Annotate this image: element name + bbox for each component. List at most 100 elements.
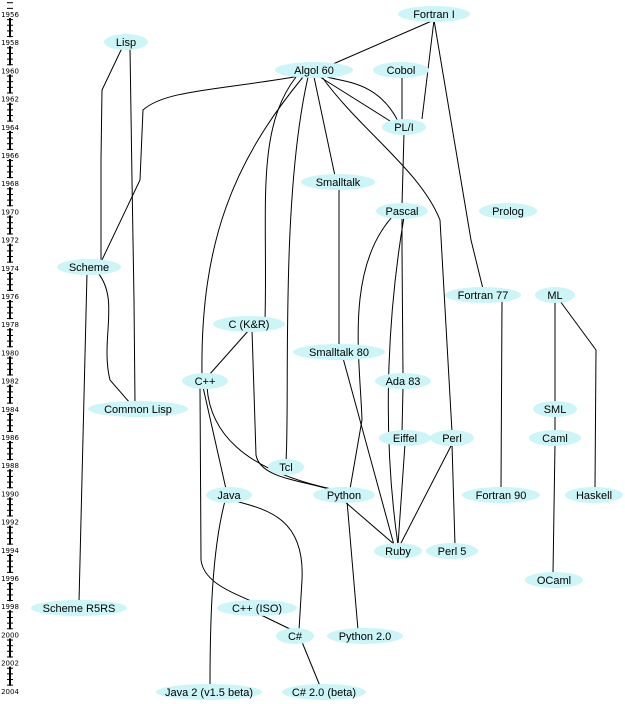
language-node-commonlisp: Common Lisp <box>88 401 188 417</box>
year-label-background <box>0 403 20 413</box>
language-node-label: Fortran 90 <box>476 490 527 502</box>
language-node-label: Pascal <box>385 206 418 218</box>
language-node-ada83: Ada 83 <box>375 373 431 389</box>
influence-edge <box>500 300 503 490</box>
year-label: 1986 <box>1 434 19 442</box>
year-label: 1972 <box>1 237 19 245</box>
year-label: 1990 <box>1 490 19 498</box>
year-label: 1964 <box>1 124 19 132</box>
year-label-background <box>0 121 20 131</box>
language-node-ellipse <box>375 373 431 389</box>
language-node-label: Python <box>327 490 361 502</box>
year-label: 1996 <box>1 575 19 583</box>
language-node-label: Prolog <box>492 206 524 218</box>
influence-edge <box>397 443 406 546</box>
language-node-ellipse <box>430 430 474 446</box>
language-node-ellipse <box>301 174 375 190</box>
language-node-ellipse <box>565 487 623 503</box>
language-node-ellipse <box>376 203 428 219</box>
language-node-ellipse <box>327 628 403 644</box>
language-node-ruby: Ruby <box>374 543 422 559</box>
year-label-background <box>0 544 20 554</box>
influence-edge <box>321 76 453 433</box>
influence-edge <box>559 300 597 490</box>
influence-edges <box>78 19 597 687</box>
year-label: 2002 <box>1 660 19 668</box>
year-label-background <box>0 178 20 188</box>
language-node-label: SML <box>544 404 567 416</box>
year-label-background <box>0 601 20 611</box>
language-node-pascal: Pascal <box>376 203 428 219</box>
language-node-ellipse <box>445 287 521 303</box>
language-node-ellipse <box>313 487 375 503</box>
language-node-ellipse <box>398 6 470 22</box>
influence-edge <box>100 75 301 263</box>
language-node-ellipse <box>535 287 575 303</box>
year-label-background <box>0 347 20 357</box>
language-node-perl: Perl <box>430 430 474 446</box>
influence-edge <box>285 76 309 462</box>
language-node-label: Algol 60 <box>294 65 334 77</box>
language-node-ellipse <box>156 684 262 700</box>
influence-edge <box>387 216 405 546</box>
year-axis: 1956195819601962196419661968197019721974… <box>0 2 20 696</box>
influence-edge <box>209 500 226 687</box>
influence-edge <box>552 443 556 575</box>
year-label-background <box>0 37 20 47</box>
language-node-ellipse <box>379 430 431 446</box>
year-label-background <box>0 262 20 272</box>
language-node-pl1: PL/I <box>382 119 426 135</box>
influence-edge <box>258 613 293 631</box>
language-node-label: C# <box>288 631 303 643</box>
language-node-tcl: Tcl <box>268 459 304 475</box>
year-label: 1994 <box>1 547 19 555</box>
language-node-label: Common Lisp <box>104 404 172 416</box>
year-label: 2004 <box>1 688 19 696</box>
year-label: 1978 <box>1 321 19 329</box>
year-label: 1962 <box>1 96 19 104</box>
influence-edge <box>208 329 250 376</box>
language-node-java2: Java 2 (v1.5 beta) <box>156 684 262 700</box>
year-label: 1992 <box>1 519 19 527</box>
language-node-label: Perl 5 <box>438 546 467 558</box>
year-label: 1976 <box>1 293 19 301</box>
year-label-background <box>0 375 20 385</box>
influence-edge <box>401 386 404 433</box>
influence-edge <box>97 272 131 404</box>
language-node-eiffel: Eiffel <box>379 430 431 446</box>
year-label-background <box>0 488 20 498</box>
influence-edge <box>342 357 395 546</box>
language-node-label: Smalltalk 80 <box>309 347 369 359</box>
year-label: 1984 <box>1 406 19 414</box>
language-node-fortran1: Fortran I <box>398 6 470 22</box>
influence-edge <box>349 216 393 490</box>
influence-edge <box>326 76 399 122</box>
language-node-label: Ruby <box>385 546 411 558</box>
language-node-label: C++ <box>195 376 216 388</box>
language-node-ellipse <box>426 543 478 559</box>
language-node-sml: SML <box>533 401 577 417</box>
year-label-background <box>0 657 20 667</box>
influence-edge <box>78 272 88 603</box>
language-node-python20: Python 2.0 <box>327 628 403 644</box>
language-node-label: OCaml <box>537 575 571 587</box>
influence-edge <box>201 76 304 377</box>
influence-edge <box>129 47 136 404</box>
language-node-label: Fortran I <box>413 9 455 21</box>
language-node-label: Python 2.0 <box>339 631 392 643</box>
influence-edge <box>332 19 435 65</box>
year-label: 1968 <box>1 180 19 188</box>
year-label-background <box>0 9 20 18</box>
language-node-lisp: Lisp <box>104 34 148 50</box>
influence-edge <box>343 500 396 546</box>
language-node-ellipse <box>382 119 426 135</box>
language-node-label: Scheme R5RS <box>43 603 116 615</box>
year-label-background <box>0 460 20 470</box>
influence-edge <box>401 217 404 376</box>
year-label: 2000 <box>1 631 19 639</box>
influence-edge <box>451 443 456 546</box>
language-node-ellipse <box>462 487 540 503</box>
language-node-ellipse <box>275 62 353 78</box>
language-node-ellipse <box>182 373 228 389</box>
